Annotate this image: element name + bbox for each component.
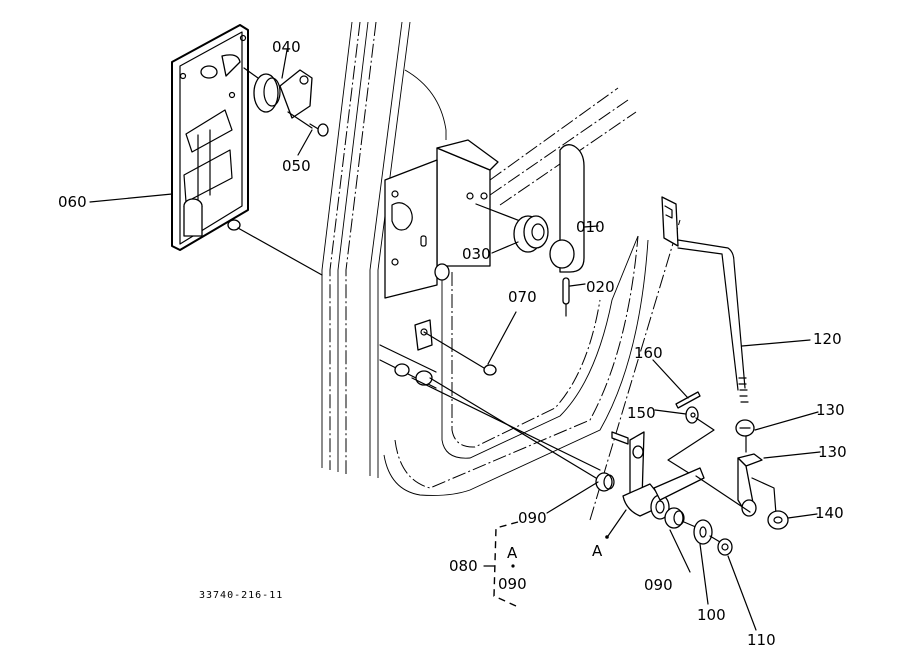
part-070-screw (423, 331, 497, 376)
part-110-nut (717, 538, 733, 556)
part-090-bushing-lower (664, 507, 699, 529)
part-160-pin (675, 391, 701, 409)
part-130-nut-upper (735, 419, 755, 453)
part-060-latch-plate (171, 24, 249, 251)
callout-090-upper: 090 (518, 509, 547, 527)
part-150-washer (667, 406, 715, 481)
callout-160: 160 (634, 344, 663, 362)
callout-040: 040 (272, 38, 301, 56)
part-120-rod (661, 196, 749, 403)
callout-010: 010 (576, 218, 605, 236)
assembly-080-bracket (493, 521, 519, 607)
callout-080: 080 (449, 557, 478, 575)
callout-070: 070 (508, 288, 537, 306)
callout-100: 100 (697, 606, 726, 624)
callout-060: 060 (58, 193, 87, 211)
callout-120: 120 (813, 330, 842, 348)
callout-110: 110 (747, 631, 776, 649)
callout-020: 020 (586, 278, 615, 296)
latch-bracket (379, 139, 499, 389)
callout-labels: 010 020 030 040 050 060 070 080 090 090 … (58, 38, 847, 649)
part-130-nut-lower (767, 510, 789, 530)
callout-130-upper: 130 (816, 401, 845, 419)
callout-050: 050 (282, 157, 311, 175)
part-040-lock-cylinder (243, 67, 313, 129)
callout-150: 150 (627, 404, 656, 422)
callout-030: 030 (462, 245, 491, 263)
drawing-code: 33740-216-11 (199, 590, 283, 601)
part-010-handle-lever (549, 144, 585, 273)
door-frame (321, 21, 681, 521)
part-050-screw (309, 123, 329, 137)
assembly-lines (237, 227, 597, 479)
callout-130-lower: 140 (815, 504, 844, 522)
reference-mark-a-group: A (507, 544, 518, 562)
reference-dot (511, 564, 515, 568)
part-080-lever-assembly (411, 377, 751, 520)
reference-mark-a: A (592, 542, 603, 560)
part-030-bushing (475, 203, 549, 253)
part-090-bushing-upper (595, 472, 615, 492)
callout-140: 130 (818, 443, 847, 461)
callout-090-group: 090 (498, 575, 527, 593)
callout-090-lower: 090 (644, 576, 673, 594)
part-140-joint (737, 453, 777, 517)
part-020-spring-pin (562, 277, 570, 317)
leader-lines (89, 49, 821, 631)
part-100-washer (693, 519, 721, 545)
